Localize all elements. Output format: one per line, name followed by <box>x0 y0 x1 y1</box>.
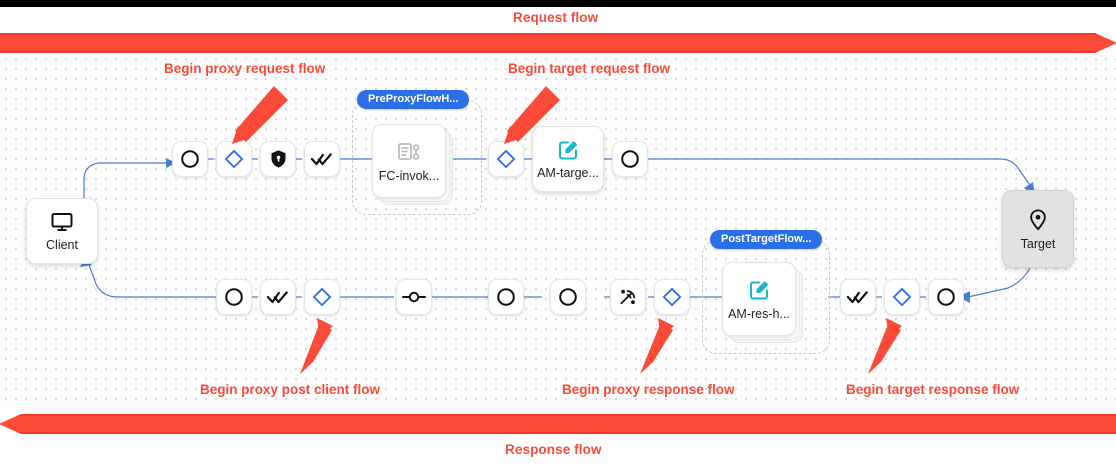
assign-message-icon <box>747 278 772 302</box>
group-tag-posttargetflow[interactable]: PostTargetFlow... <box>710 230 823 249</box>
response-step-conditional-2[interactable] <box>654 279 690 315</box>
request-bar-arrowhead <box>1095 33 1116 53</box>
request-step-security[interactable] <box>260 141 296 177</box>
policy-node-am-res-h[interactable]: AM-res-h... <box>722 262 804 344</box>
diamond-icon <box>891 286 913 308</box>
response-bar-arrowhead <box>0 414 21 434</box>
policy-node-am-target[interactable]: AM-targe... <box>532 126 604 192</box>
response-step-circle-3[interactable] <box>550 279 586 315</box>
request-bar-edge-top <box>0 33 1116 35</box>
response-step-circle-1[interactable] <box>216 279 252 315</box>
policy-label-am-target: AM-targe... <box>537 166 599 180</box>
annotation-begin-target-response-flow: Begin target response flow <box>846 382 1020 397</box>
response-flow-label: Response flow <box>505 442 602 457</box>
annotation-begin-proxy-request-flow: Begin proxy request flow <box>164 61 326 76</box>
request-step-circle-2[interactable] <box>612 141 648 177</box>
group-tag-preproxyflowhook[interactable]: PreProxyFlowH... <box>357 90 470 109</box>
response-step-circle-4[interactable] <box>928 279 964 315</box>
request-step-conditional-2[interactable] <box>488 141 524 177</box>
circle-icon <box>557 286 579 308</box>
request-flow-label: Request flow <box>513 10 599 25</box>
diamond-icon <box>223 148 245 170</box>
diamond-icon <box>311 286 333 308</box>
circle-icon <box>495 286 517 308</box>
node-link-icon <box>401 286 427 308</box>
map-pin-icon <box>1027 207 1049 233</box>
circle-icon <box>619 148 641 170</box>
diamond-icon <box>495 148 517 170</box>
circle-icon <box>223 286 245 308</box>
satellite-dish-icon <box>617 286 639 308</box>
assign-message-icon <box>556 138 581 162</box>
response-step-verify-2[interactable] <box>840 279 876 315</box>
annotation-begin-target-request-flow: Begin target request flow <box>508 61 671 76</box>
double-check-icon <box>846 286 870 308</box>
policy-card-front: AM-res-h... <box>722 262 796 336</box>
client-node[interactable]: Client <box>26 198 98 264</box>
request-flow-bar <box>0 33 1116 53</box>
policy-label-am-res-h: AM-res-h... <box>728 306 790 321</box>
double-check-icon <box>266 286 290 308</box>
dot-grid-background <box>0 53 1116 408</box>
response-flow-bar <box>0 414 1116 434</box>
circle-icon <box>935 286 957 308</box>
request-step-verify[interactable] <box>304 141 340 177</box>
request-step-circle-1[interactable] <box>172 141 208 177</box>
flow-callout-icon <box>396 140 422 164</box>
circle-icon <box>179 148 201 170</box>
target-node-label: Target <box>1020 237 1056 251</box>
annotation-begin-proxy-response-flow: Begin proxy response flow <box>562 382 735 397</box>
response-bar-edge-bottom <box>0 432 1116 434</box>
response-step-conditional-3[interactable] <box>884 279 920 315</box>
response-step-conditional-1[interactable] <box>304 279 340 315</box>
policy-label-fc-invoke: FC-invok... <box>378 168 440 183</box>
shield-lock-icon <box>268 148 289 170</box>
double-check-icon <box>310 148 334 170</box>
top-black-strip <box>0 0 1116 7</box>
diamond-icon <box>661 286 683 308</box>
response-step-endpoint-link[interactable] <box>396 279 432 315</box>
policy-node-fc-invoke[interactable]: FC-invok... <box>372 124 454 206</box>
response-step-broadcast[interactable] <box>610 279 646 315</box>
annotation-begin-proxy-post-client-flow: Begin proxy post client flow <box>200 382 381 397</box>
response-step-circle-2[interactable] <box>488 279 524 315</box>
target-node[interactable]: Target <box>1002 190 1074 268</box>
response-step-verify-1[interactable] <box>260 279 296 315</box>
policy-card-front: FC-invok... <box>372 124 446 198</box>
response-bar-edge-top <box>0 414 1116 416</box>
request-bar-edge-bottom <box>0 51 1116 53</box>
request-step-conditional-1[interactable] <box>216 141 252 177</box>
client-node-label: Client <box>46 238 78 252</box>
monitor-icon <box>49 210 75 234</box>
